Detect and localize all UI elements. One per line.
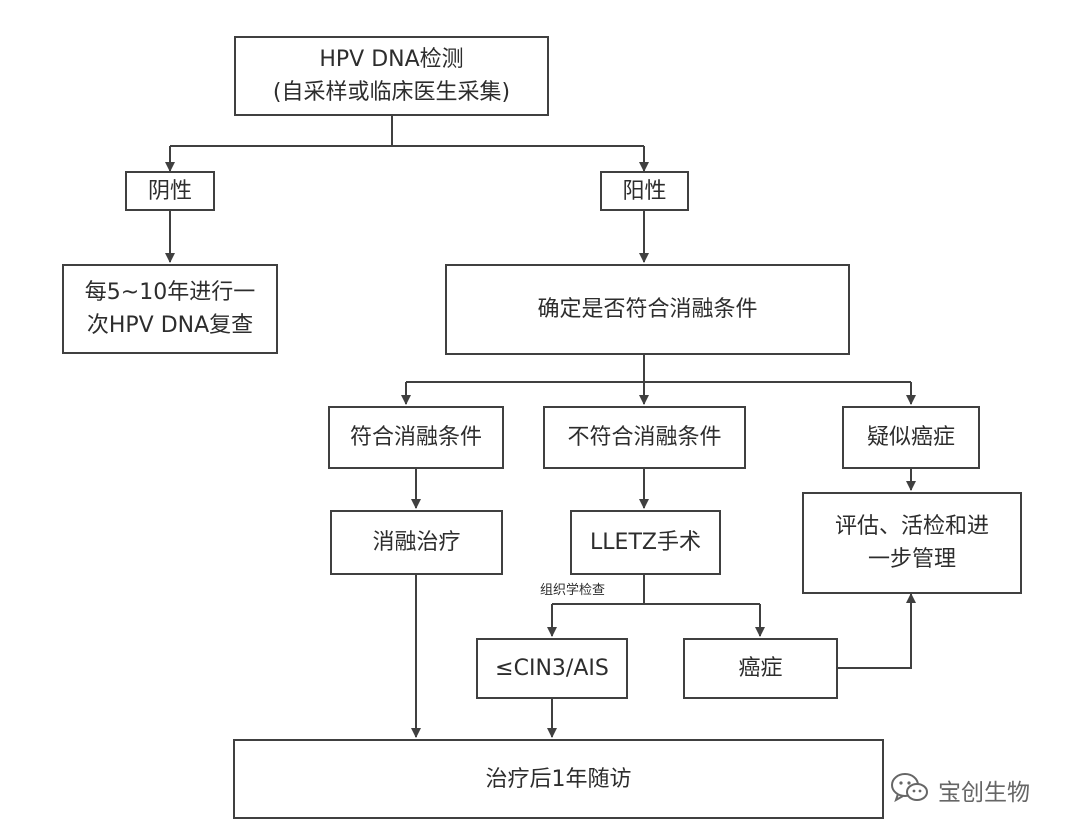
followup-label: 治疗后1年随访 bbox=[485, 766, 632, 792]
histology-label: 组织学检查 bbox=[540, 583, 606, 598]
lletz-node: LLETZ手术 bbox=[570, 510, 721, 575]
ablation-label: 消融治疗 bbox=[372, 530, 461, 555]
cancer-node: 癌症 bbox=[683, 638, 838, 699]
determine-label: 确定是否符合消融条件 bbox=[537, 297, 758, 322]
watermark-text: 宝创生物 bbox=[938, 780, 1030, 806]
cin3-label: ≤CIN3/AIS bbox=[495, 656, 609, 681]
cin3-node: ≤CIN3/AIS bbox=[476, 638, 628, 699]
evaluate-node: 评估、活检和进 一步管理 bbox=[802, 492, 1022, 594]
ineligible-node: 不符合消融条件 bbox=[543, 406, 746, 469]
eligible-label: 符合消融条件 bbox=[349, 425, 482, 450]
eligible-node: 符合消融条件 bbox=[328, 406, 504, 469]
retest-line2: 次HPV DNA复查 bbox=[86, 313, 254, 338]
followup-node: 治疗后1年随访 bbox=[233, 739, 884, 819]
arrow-cancer-to-evaluate bbox=[838, 593, 916, 669]
evaluate-line2: 一步管理 bbox=[867, 547, 956, 572]
negative-node: 阴性 bbox=[125, 171, 215, 211]
hpv-test-subtitle: (自采样或临床医生采集) bbox=[272, 80, 511, 105]
positive-label: 阳性 bbox=[622, 178, 667, 204]
wechat-icon bbox=[890, 771, 930, 809]
positive-node: 阳性 bbox=[600, 171, 689, 211]
watermark: 宝创生物 bbox=[890, 771, 1030, 809]
ineligible-label: 不符合消融条件 bbox=[567, 425, 722, 450]
cancer-label: 癌症 bbox=[738, 656, 783, 681]
lletz-label: LLETZ手术 bbox=[590, 530, 701, 555]
hpv-test-title: HPV DNA检测 bbox=[319, 47, 464, 72]
evaluate-line1: 评估、活检和进 bbox=[834, 514, 989, 539]
suspected-cancer-node: 疑似癌症 bbox=[842, 406, 980, 469]
retest-line1: 每5~10年进行一 bbox=[84, 280, 256, 305]
retest-node: 每5~10年进行一 次HPV DNA复查 bbox=[62, 264, 278, 354]
hpv-test-node: HPV DNA检测 (自采样或临床医生采集) bbox=[234, 36, 549, 116]
ablation-node: 消融治疗 bbox=[330, 510, 503, 575]
suspected-cancer-label: 疑似癌症 bbox=[866, 425, 955, 450]
negative-label: 阴性 bbox=[147, 178, 192, 204]
determine-node: 确定是否符合消融条件 bbox=[445, 264, 850, 355]
